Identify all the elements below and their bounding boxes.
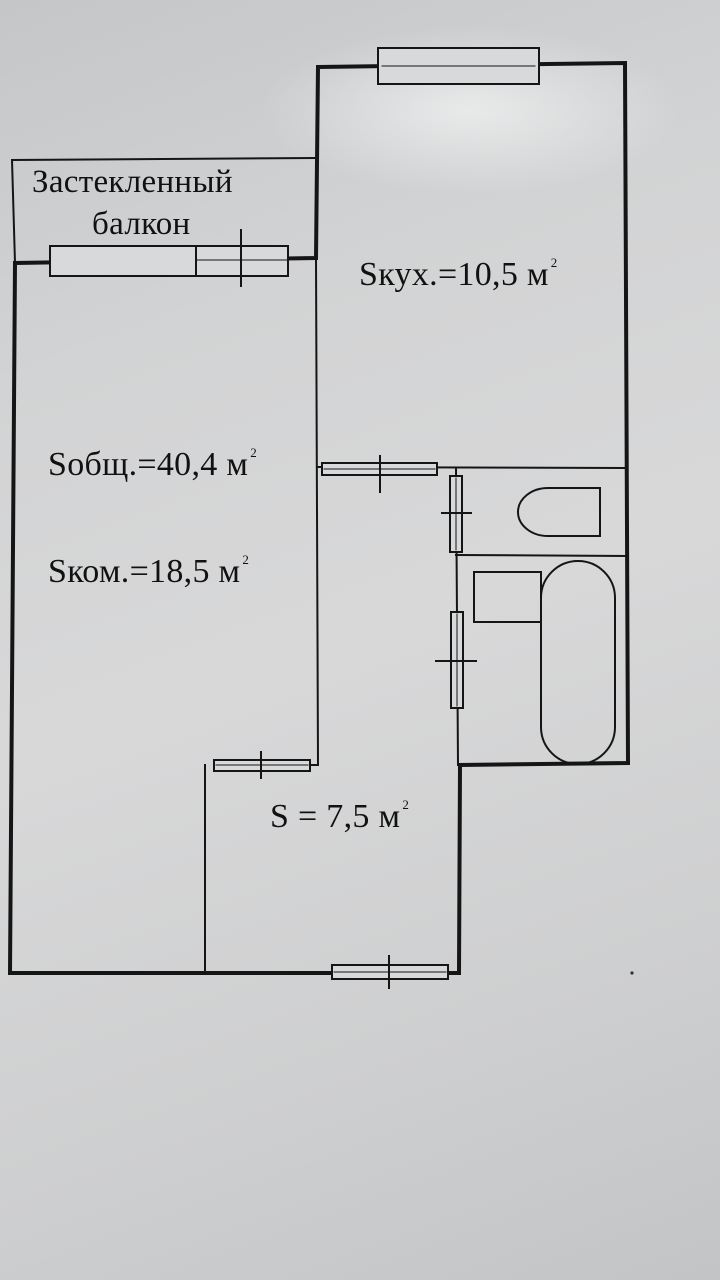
balcony-window [49,245,289,277]
balcony-outline [10,156,318,265]
partition-hall-room [204,764,319,974]
sink-icon [473,571,542,623]
partition-room-kitchen [314,256,320,767]
partition-wc-bath [454,553,629,558]
ink-dot [630,971,634,975]
balcony-label-line2: балкон [92,206,191,242]
balcony-label-line1: Застекленный [32,164,233,200]
toilet-icon [517,487,601,537]
bathtub-icon [540,560,616,765]
